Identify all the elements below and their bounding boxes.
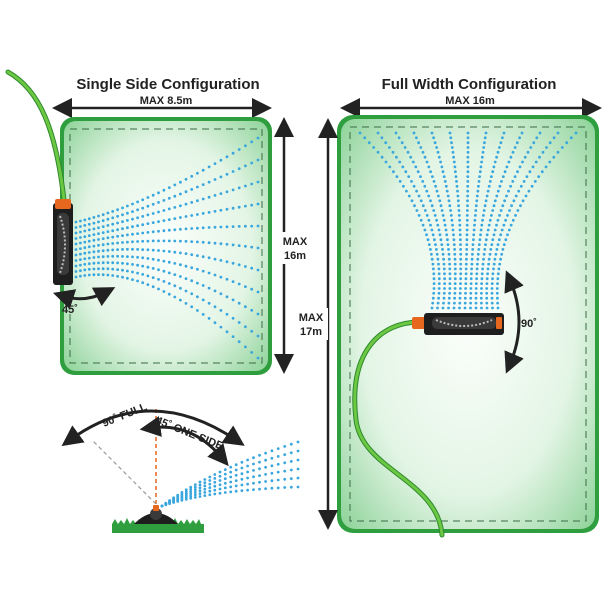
- sprinkler-side-device: [134, 505, 178, 524]
- ground-grass: [112, 524, 204, 533]
- spray-pattern: [74, 136, 260, 360]
- full-width-angle-label: 90˚: [521, 318, 537, 330]
- full-width-height-label-line2: 17m: [300, 326, 322, 338]
- full-width-height-label-line1: MAX: [299, 312, 324, 324]
- garden-hose: [5, 69, 67, 203]
- spray-pattern: [358, 131, 578, 310]
- sprinkler-device: [53, 199, 73, 285]
- single-side-angle-label: 45˚: [62, 304, 78, 316]
- spray-pattern: [160, 440, 300, 508]
- sprinkler-device: [412, 313, 504, 335]
- full-width-width-label: MAX 16m: [445, 95, 495, 107]
- single-side-title: Single Side Configuration: [76, 76, 259, 93]
- full-width-panel: Full Width Configuration MAX 16m 90˚ MAX…: [294, 76, 602, 538]
- full-width-title: Full Width Configuration: [382, 76, 557, 93]
- single-side-height-label-line2: 16m: [284, 250, 306, 262]
- oscillation-arrow: [504, 270, 524, 374]
- single-side-panel: Single Side Configuration MAX 8.5m 45˚ M…: [5, 69, 312, 375]
- side-view-diagram: 90˚ FULL 45˚ ONE SIDE: [61, 401, 300, 533]
- one-side-angle-label: 45˚ ONE SIDE: [154, 415, 225, 453]
- one-side-arc-arrow: [139, 416, 229, 467]
- single-side-width-label: MAX 8.5m: [140, 95, 193, 107]
- full-angle-reference-line: [91, 439, 157, 505]
- single-side-height-label-line1: MAX: [283, 236, 308, 248]
- coverage-boundary: [349, 126, 587, 522]
- oscillation-arrow: [52, 287, 116, 310]
- full-angle-label: 90˚ FULL: [101, 401, 149, 430]
